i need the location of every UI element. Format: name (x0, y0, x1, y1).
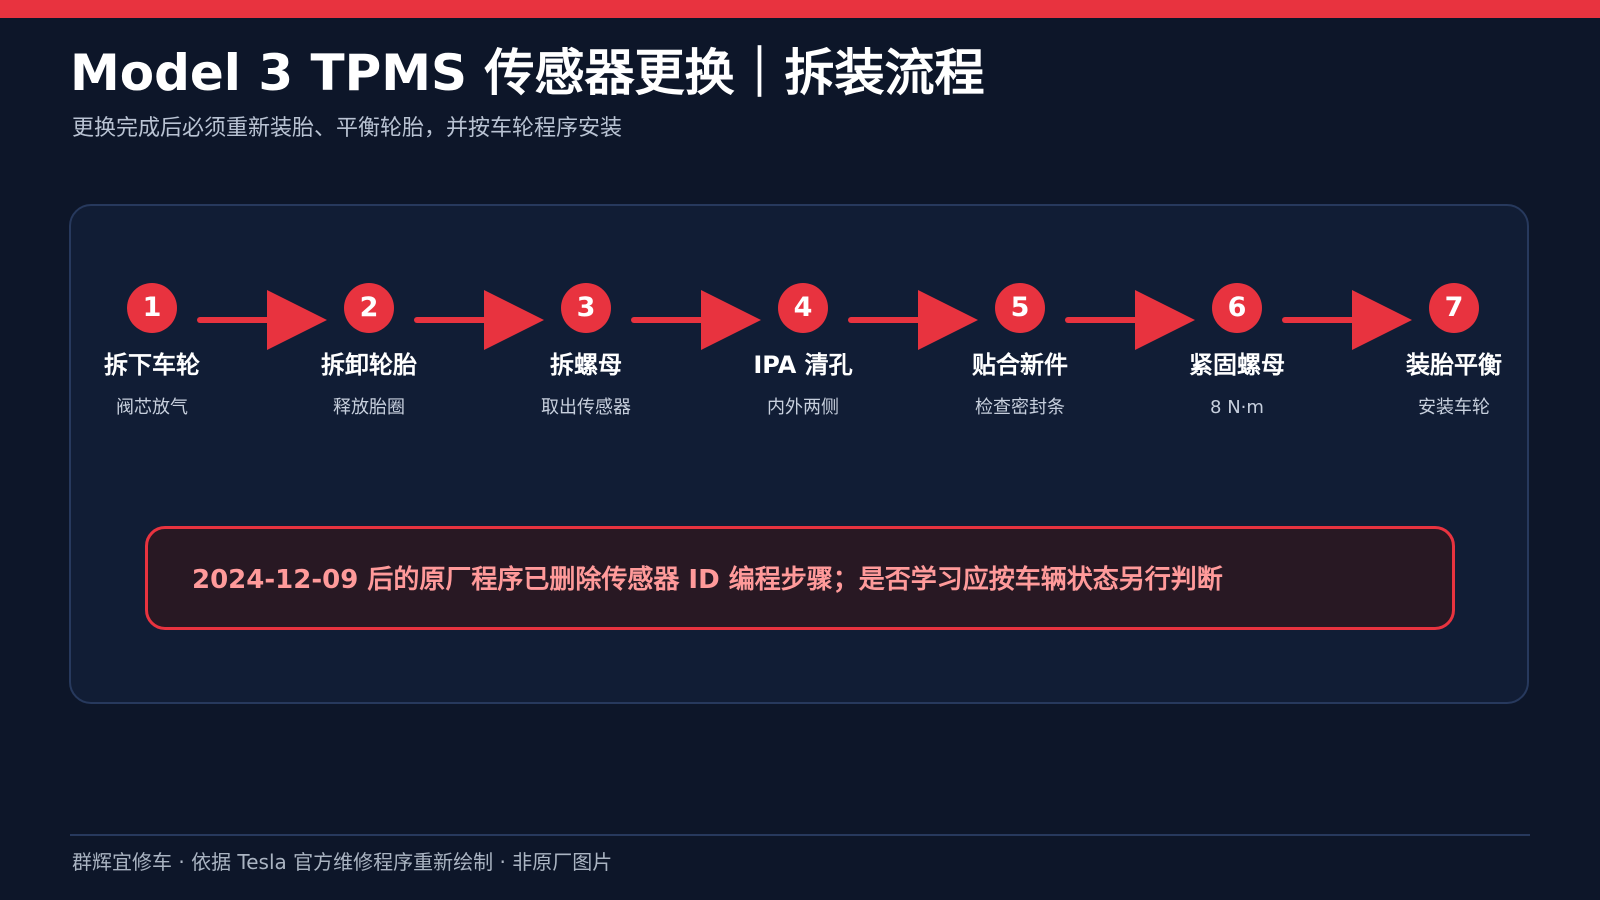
top-accent-bar (0, 0, 1600, 18)
process-panel: 1 拆下车轮 阀芯放气 2 拆卸轮胎 释放胎圈 3 拆螺母 取出传感器 4 IP… (69, 204, 1529, 704)
step-title: 装胎平衡 (1406, 351, 1502, 379)
process-step-tighten-nut: 6 紧固螺母 8 N·m (1162, 206, 1312, 702)
process-step-remove-tire: 2 拆卸轮胎 释放胎圈 (294, 206, 444, 702)
page-subtitle: 更换完成后必须重新装胎、平衡轮胎，并按车轮程序安装 (72, 116, 623, 141)
step-number-badge: 1 (127, 283, 177, 333)
process-step-fit-new-part: 5 贴合新件 检查密封条 (945, 206, 1095, 702)
step-number-badge: 7 (1429, 283, 1479, 333)
step-description: 安装车轮 (1418, 397, 1490, 418)
step-number-badge: 2 (344, 283, 394, 333)
step-description: 取出传感器 (541, 397, 631, 418)
step-title: IPA 清孔 (753, 351, 853, 379)
step-description: 内外两侧 (767, 397, 839, 418)
step-number-badge: 3 (561, 283, 611, 333)
programming-warning-text: 2024-12-09 后的原厂程序已删除传感器 ID 编程步骤；是否学习应按车辆… (192, 565, 1223, 595)
step-title: 紧固螺母 (1189, 351, 1285, 379)
step-number-badge: 4 (778, 283, 828, 333)
process-step-clean-hole: 4 IPA 清孔 内外两侧 (728, 206, 878, 702)
step-title: 拆卸轮胎 (321, 351, 417, 379)
step-title: 拆螺母 (550, 351, 622, 379)
step-title: 贴合新件 (972, 351, 1068, 379)
step-description: 阀芯放气 (116, 397, 188, 418)
process-step-remove-wheel: 1 拆下车轮 阀芯放气 (77, 206, 227, 702)
page-title: Model 3 TPMS 传感器更换｜拆装流程 (70, 44, 985, 102)
step-title: 拆下车轮 (104, 351, 200, 379)
step-description: 检查密封条 (975, 397, 1065, 418)
step-description: 释放胎圈 (333, 397, 405, 418)
process-step-remove-nut: 3 拆螺母 取出传感器 (511, 206, 661, 702)
process-step-mount-and-balance: 7 装胎平衡 安装车轮 (1379, 206, 1527, 702)
step-number-badge: 6 (1212, 283, 1262, 333)
step-number-badge: 5 (995, 283, 1045, 333)
process-arrows (197, 290, 1412, 350)
footer-source-note: 群辉宜修车 · 依据 Tesla 官方维修程序重新绘制 · 非原厂图片 (72, 850, 613, 874)
step-description: 8 N·m (1210, 397, 1264, 418)
programming-warning-box: 2024-12-09 后的原厂程序已删除传感器 ID 编程步骤；是否学习应按车辆… (145, 526, 1455, 630)
footer-divider (70, 834, 1530, 836)
